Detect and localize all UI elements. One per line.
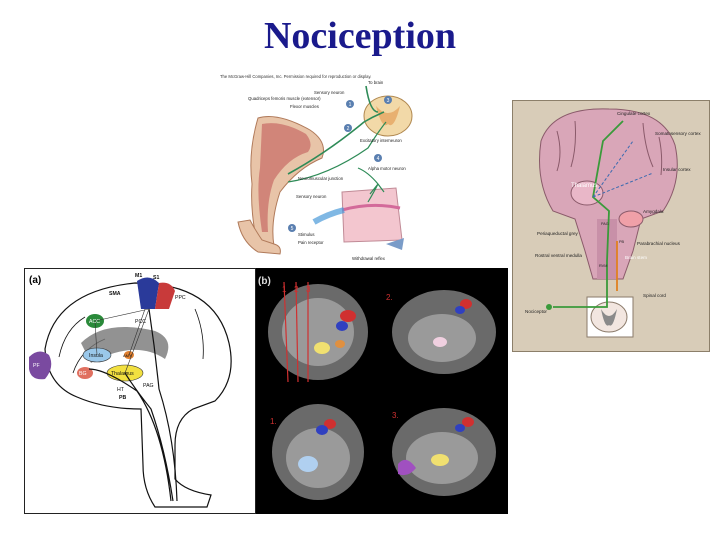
label-periaqueductal-grey: Periaqueductal grey [537,231,579,236]
label-stimulus: Stimulus [298,232,314,237]
label-somatosensory-cortex: Somatosensory cortex [655,131,701,136]
label-thalamus: Thalamus [571,183,597,189]
bg-node [77,367,93,379]
stimulus-pin [386,238,404,250]
label-amygdala: Amygdala [643,209,664,214]
step-1-marker: 1 [349,102,352,108]
step-3-marker: 3 [387,98,390,104]
label-spinal-cord: Spinal cord [643,293,666,298]
brain-outline [44,282,232,508]
label-thalamus: Thalamus [111,371,134,377]
label-rostral-ventral-medulla: Rostral ventral medulla [535,253,582,258]
label-ppc: PPC [175,295,186,301]
pain-pathway-brain-illustration: Cingulate cortex Somatosensory cortex In… [512,100,710,352]
label-amy: AMY [123,353,132,358]
label-sensory-neuron-top: Sensory neuron [314,90,345,95]
label-parabrachial-nucleus: Parabrachial nucleus [637,241,681,246]
slice-number-1: 1 [282,285,287,294]
m1-region [137,277,159,309]
label-pcc: PCC [135,319,146,325]
page-title: Nociception [263,15,457,57]
view-label-1: 1. [270,417,277,426]
s1-region [155,282,175,309]
label-m1: M1 [135,273,142,279]
step-2-marker: 2 [347,126,350,132]
label-excitatory-interneuron: Excitatory interneuron [360,138,402,143]
label-acc: ACC [89,319,100,325]
pf-region [29,351,52,380]
grey-matter [376,106,400,126]
spinal-ascending-pathways [88,308,178,502]
abbrev-pag: PAG [601,222,609,226]
label-s1: S1 [153,275,159,281]
pain-network-schematic: (a) M1 S1 SMA PPC ACC PCC PF Insula AMY … [24,268,256,514]
view-label-3: 3. [392,411,399,420]
label-bg: BG [79,371,87,377]
label-flexor-muscles: Flexor muscles [290,104,319,109]
panel-a-tag: (a) [29,275,41,286]
abbrev-rvm: RVM [599,264,607,268]
mri-activation-panel: (b) 1 2 3 2. 1. [256,268,508,514]
step-5-marker: 5 [291,226,294,232]
label-cingulate-cortex: Cingulate cortex [617,111,651,116]
sensory-neuron-path [287,85,385,175]
ascending-pain-pathway [553,120,624,308]
label-neuromuscular-junction: Neuromuscular junction [298,176,344,181]
withdrawal-reflex-illustration: The McGraw-Hill Companies, Inc. Permissi… [218,72,414,264]
label-to-brain: To brain [368,80,384,85]
label-pain-receptor: Pain receptor [298,240,324,245]
label-alpha-motor-neuron: Alpha motor neuron [368,166,406,171]
label-insular-cortex: Insular cortex [663,167,691,172]
slice-number-3: 3 [306,285,311,294]
label-pag: PAG [143,383,154,389]
label-pf: PF [33,363,40,369]
slice-number-2: 2 [294,285,299,294]
view-label-2: 2. [386,293,393,302]
motor-neuron-path [287,121,387,183]
step-4-marker: 4 [377,156,380,162]
label-ht: HT [117,387,125,393]
label-brain-stem: Brain stem [625,255,647,260]
magnify-arrow [312,207,345,225]
label-sma: SMA [109,291,121,297]
amygdala-shape [618,210,644,228]
foot [237,219,281,255]
copyright-caption: The McGraw-Hill Companies, Inc. Permissi… [220,74,371,79]
abbrev-pb: PB [619,240,625,244]
label-quadriceps: Quadriceps femoris muscle (extensor) [248,96,321,101]
nociceptor-terminal [546,304,552,310]
panel-b-tag: (b) [258,276,271,287]
label-nociceptor: Nociceptor [525,309,547,314]
label-pb: PB [119,395,126,401]
label-withdrawal-reflex: Withdrawal reflex [352,256,386,261]
label-sensory-neuron-bottom: Sensory neuron [296,194,327,199]
label-insula: Insula [89,353,103,359]
muscle-layer [258,123,311,232]
